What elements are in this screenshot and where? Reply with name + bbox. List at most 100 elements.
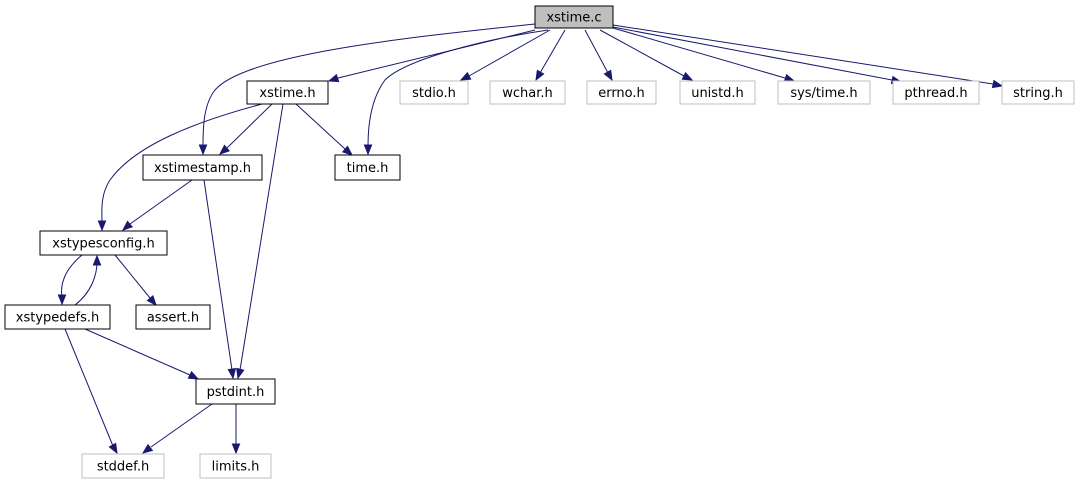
- edge-line: [612, 27, 786, 79]
- edge-xstime-c-to-errno-h: [584, 29, 613, 82]
- arrowhead: [327, 73, 340, 83]
- edge-line: [101, 103, 263, 223]
- node-assert-h[interactable]: assert.h: [135, 304, 211, 330]
- node-stdio-h: stdio.h: [399, 80, 469, 105]
- node-label: time.h: [347, 161, 389, 176]
- node-box: [534, 5, 614, 29]
- edge-xstime-c-to-unistd-h: [599, 29, 694, 81]
- edge-xstime-c-to-string-h: [612, 24, 1004, 89]
- node-box: [135, 304, 211, 330]
- edge-line: [202, 23, 536, 147]
- arrowhead: [991, 79, 1004, 89]
- node-box: [679, 80, 756, 105]
- node-box: [399, 80, 469, 105]
- node-pthread-h: pthread.h: [892, 80, 980, 105]
- arrowhead: [218, 144, 231, 155]
- node-box: [39, 230, 168, 256]
- edge-line: [367, 29, 549, 147]
- arrowhead: [57, 294, 67, 306]
- edge-line: [74, 261, 98, 306]
- edge-xstime-h-to-time-h: [295, 103, 354, 156]
- arrowhead: [141, 443, 154, 454]
- nodes-layer: xstime.c xstime.h stdio.h wchar.h errno.h uni…: [4, 5, 1075, 479]
- edge-line: [61, 254, 83, 298]
- node-xstime-c: xstime.c: [534, 5, 614, 29]
- arrowhead: [231, 443, 241, 455]
- node-label: stdio.h: [412, 86, 456, 101]
- edge-line: [468, 29, 551, 77]
- edge-line: [599, 29, 685, 77]
- edge-xstypedefs-h-to-pstdint-h: [84, 328, 200, 380]
- edge-pstdint-h-to-limits-h: [231, 404, 241, 455]
- edge-xstime-h-to-xstimestamp-h: [218, 103, 273, 155]
- node-box: [586, 80, 657, 105]
- edge-line: [584, 29, 609, 74]
- node-label: xstimestamp.h: [154, 161, 251, 176]
- node-label: xstime.c: [546, 11, 601, 26]
- arrowhead: [121, 220, 134, 231]
- node-unistd-h: unistd.h: [679, 80, 756, 105]
- arrowhead: [92, 254, 102, 266]
- node-xstypesconfig-h[interactable]: xstypesconfig.h: [39, 230, 168, 256]
- edge-xstypesconfig-h-to-xstypedefs-h: [57, 254, 83, 306]
- arrowhead: [535, 69, 545, 82]
- node-label: limits.h: [212, 460, 260, 475]
- node-limits-h: limits.h: [199, 453, 272, 479]
- arrowhead: [341, 145, 354, 156]
- arrowhead: [146, 294, 157, 307]
- node-label: xstypesconfig.h: [52, 237, 154, 252]
- node-box: [777, 80, 871, 105]
- node-errno-h: errno.h: [586, 80, 657, 105]
- edge-pstdint-h-to-stddef-h: [141, 403, 213, 454]
- edge-xstime-c-to-wchar-h: [535, 29, 566, 82]
- arrowhead: [187, 370, 200, 380]
- edge-xstypesconfig-h-to-assert-h: [114, 254, 157, 307]
- edges-layer: [57, 23, 1004, 455]
- node-label: unistd.h: [691, 86, 744, 101]
- node-wchar-h: wchar.h: [489, 80, 566, 105]
- edge-line: [295, 103, 346, 150]
- node-xstypedefs-h[interactable]: xstypedefs.h: [4, 304, 111, 330]
- node-sys-time-h: sys/time.h: [777, 80, 871, 105]
- node-label: stddef.h: [97, 460, 149, 475]
- node-label: xstime.h: [259, 86, 315, 101]
- node-label: sys/time.h: [790, 86, 857, 101]
- arrowhead: [459, 71, 472, 81]
- node-xstime-h[interactable]: xstime.h: [246, 80, 329, 105]
- node-pstdint-h[interactable]: pstdint.h: [195, 378, 276, 405]
- arrowhead: [108, 442, 118, 455]
- node-string-h: string.h: [1001, 80, 1075, 105]
- node-label: errno.h: [598, 86, 645, 101]
- node-box: [195, 378, 276, 405]
- node-label: wchar.h: [502, 86, 553, 101]
- node-box: [4, 304, 111, 330]
- edge-line: [203, 179, 233, 371]
- edge-xstime-h-to-xstypesconfig-h: [97, 103, 263, 232]
- node-label: pstdint.h: [207, 385, 265, 400]
- edge-xstimestamp-h-to-pstdint-h: [203, 179, 237, 380]
- node-box: [246, 80, 329, 105]
- node-box: [199, 453, 272, 479]
- edge-xstimestamp-h-to-xstypesconfig-h: [121, 179, 193, 231]
- arrowhead: [363, 144, 373, 156]
- node-label: pthread.h: [904, 86, 967, 101]
- node-box: [81, 453, 165, 479]
- arrowhead: [198, 144, 208, 156]
- node-time-h[interactable]: time.h: [334, 154, 401, 181]
- edge-xstime-c-to-pthread-h: [612, 26, 903, 85]
- edge-xstime-c-to-xstimestamp-h: [198, 23, 536, 156]
- node-box: [334, 154, 401, 181]
- edge-line: [539, 29, 566, 74]
- node-box: [489, 80, 566, 105]
- edge-xstime-h-to-pstdint-h: [236, 103, 284, 380]
- edge-line: [84, 328, 191, 376]
- node-xstimestamp-h[interactable]: xstimestamp.h: [142, 154, 263, 181]
- edge-line: [612, 24, 994, 85]
- edge-line: [114, 254, 151, 299]
- node-box: [142, 154, 263, 181]
- edge-xstime-c-to-stdio-h: [459, 29, 551, 81]
- node-stddef-h: stddef.h: [81, 453, 165, 479]
- arrowhead: [681, 71, 694, 81]
- edge-line: [226, 103, 273, 149]
- arrowhead: [603, 69, 613, 82]
